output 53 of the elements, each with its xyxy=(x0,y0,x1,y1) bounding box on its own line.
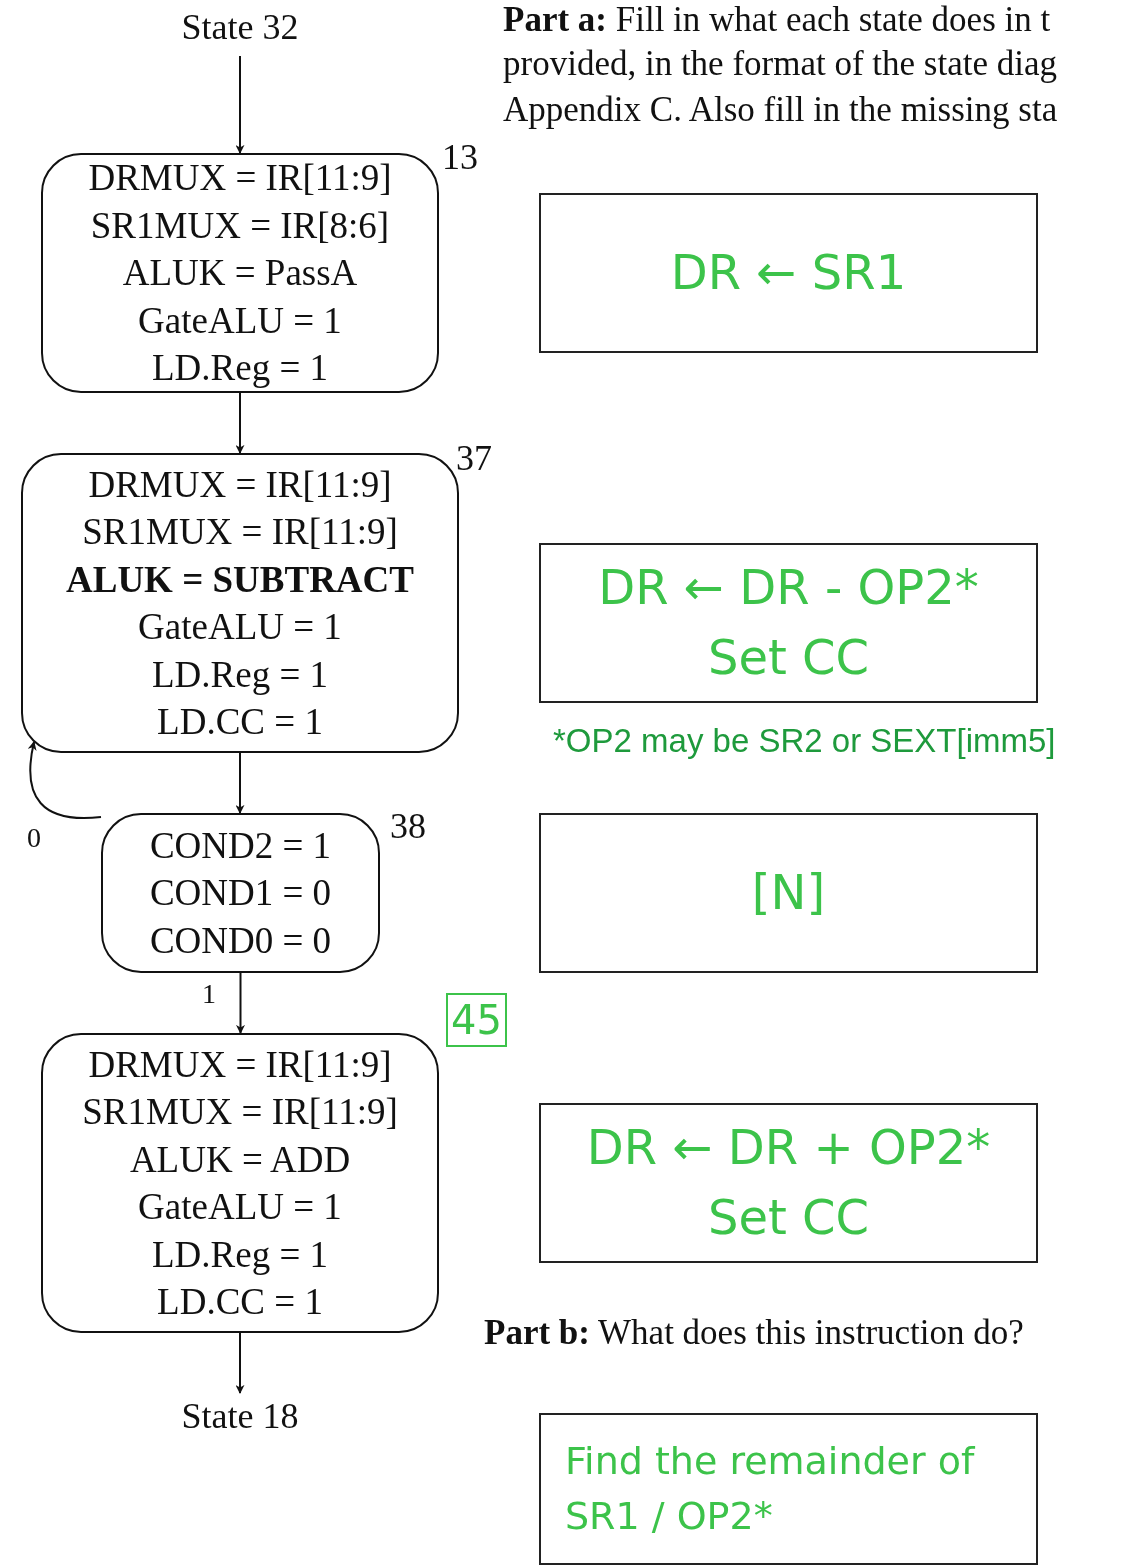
handwritten-answer: Set CC xyxy=(707,1188,870,1247)
state-assignment: COND2 = 1 xyxy=(149,823,332,868)
state-assignment: COND1 = 0 xyxy=(149,871,332,916)
state-label: State 32 xyxy=(181,6,299,48)
state-box xyxy=(21,453,459,753)
state-assignment: ALUK = SUBTRACT xyxy=(66,557,414,602)
arrow xyxy=(235,752,245,814)
answer-box xyxy=(539,193,1038,353)
state-assignment: ALUK = PassA xyxy=(122,251,358,296)
answer-box xyxy=(539,1103,1038,1263)
state-number: 37 xyxy=(456,437,492,479)
state-box xyxy=(101,813,380,973)
question-text: Part b: What does this instruction do? xyxy=(484,1313,1024,1353)
state-assignment: DRMUX = IR[11:9] xyxy=(88,462,392,507)
answer-box xyxy=(539,813,1038,973)
answer-box xyxy=(539,543,1038,703)
answer-box xyxy=(539,1413,1038,1565)
state-assignment: LD.Reg = 1 xyxy=(151,346,328,391)
state-assignment: DRMUX = IR[11:9] xyxy=(88,1042,392,1087)
state-box xyxy=(41,1033,439,1333)
arrow xyxy=(235,55,245,154)
arrow xyxy=(235,392,245,454)
question-text: Appendix C. Also fill in the missing sta xyxy=(503,90,1058,130)
state-number: 45 xyxy=(446,993,507,1047)
state-assignment: SR1MUX = IR[11:9] xyxy=(82,510,398,554)
state-label: State 18 xyxy=(181,1395,299,1437)
state-box xyxy=(41,153,439,393)
handwritten-answer: Find the remainder of SR1 / OP2* xyxy=(565,1437,976,1540)
state-assignment: GateALU = 1 xyxy=(138,298,342,343)
state-assignment: GateALU = 1 xyxy=(138,605,342,649)
state-number: 38 xyxy=(390,805,426,847)
state-assignment: SR1MUX = IR[11:9] xyxy=(82,1090,398,1134)
handwritten-answer: DR ← SR1 xyxy=(670,243,907,303)
handwritten-answer: Set CC xyxy=(707,628,870,687)
state-assignment: LD.CC = 1 xyxy=(157,700,323,744)
question-text: provided, in the format of the state diag xyxy=(503,44,1057,84)
arrow xyxy=(28,741,102,819)
state-assignment: LD.Reg = 1 xyxy=(151,652,328,697)
state-number: 13 xyxy=(442,136,478,178)
handwritten-answer: DR ← DR - OP2* xyxy=(598,558,979,618)
handwritten-answer: [N] xyxy=(751,863,826,923)
state-assignment: LD.Reg = 1 xyxy=(151,1232,328,1277)
handwritten-answer: DR ← DR + OP2* xyxy=(586,1118,991,1178)
footnote: *OP2 may be SR2 or SEXT[imm5] xyxy=(553,722,1056,760)
question-text: Part a: Fill in what each state does in t xyxy=(503,0,1051,40)
state-assignment: COND0 = 0 xyxy=(149,918,332,963)
arrow xyxy=(235,1332,245,1394)
state-assignment: ALUK = ADD xyxy=(129,1137,351,1182)
state-assignment: SR1MUX = IR[8:6] xyxy=(90,203,390,248)
state-assignment: DRMUX = IR[11:9] xyxy=(88,156,392,201)
state-assignment: GateALU = 1 xyxy=(138,1185,342,1229)
state-assignment: LD.CC = 1 xyxy=(157,1280,323,1324)
arrow xyxy=(236,972,245,1034)
